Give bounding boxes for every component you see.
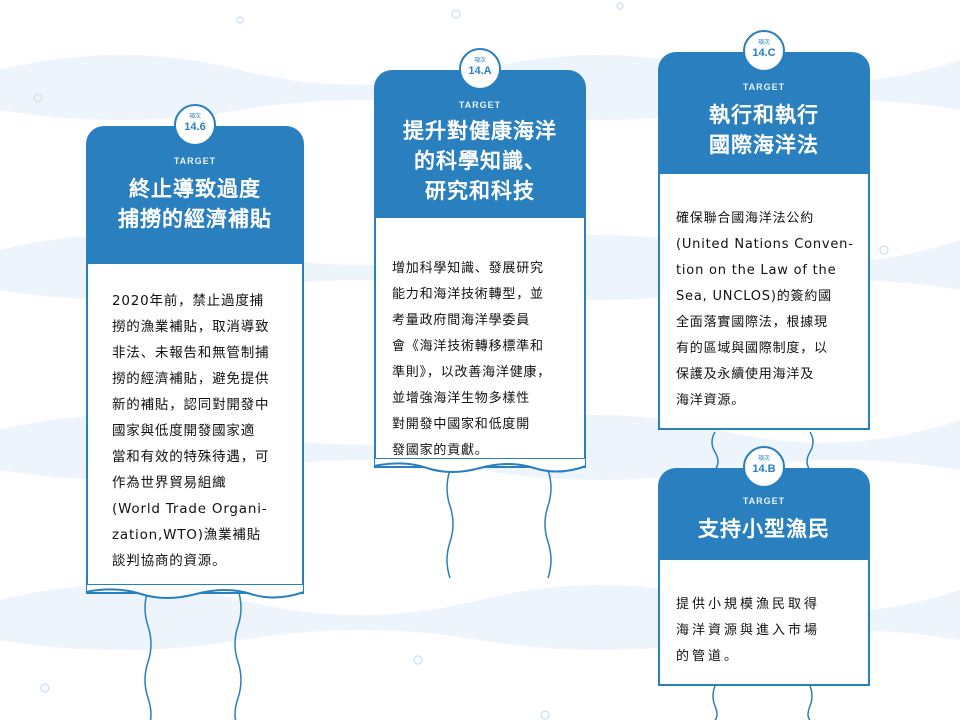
card-header: TARGET 提升對健康海洋 的科學知識、 研究和科技 [374, 70, 586, 220]
card-body [658, 560, 870, 686]
card-title: 支持小型漁民 [698, 517, 830, 541]
card-header: TARGET 執行和執行 國際海洋法 [658, 52, 870, 176]
badge-caption: 項次 [473, 57, 486, 64]
target-card-14-b: 項次 14.B TARGET 支持小型漁民 提供小規模漁民取得 海洋資源與進入市… [658, 446, 870, 688]
target-label: TARGET [742, 82, 786, 92]
bottom-wave [86, 584, 304, 599]
card-description: 確保聯合國海洋法公約 (United Nations Conven- tion … [676, 211, 854, 408]
target-card-14-6: 項次 14.6 TARGET 終止導致過度 捕撈的經濟補貼 2020年前，禁止過… [86, 104, 304, 599]
target-card-14-c: 項次 14.C TARGET 執行和執行 國際海洋法 確保聯合國海洋法公約 (U… [658, 30, 870, 432]
badge-caption: 項次 [188, 113, 201, 120]
badge-number: 14.C [752, 47, 776, 59]
target-label: TARGET [742, 496, 786, 506]
badge-number: 14.A [468, 65, 492, 77]
badge-number: 14.B [752, 463, 776, 475]
card-description: 2020年前，禁止過度捕 撈的漁業補貼，取消導致 非法、未報告和無管制捕 撈的經… [112, 293, 270, 569]
bottom-wave [374, 458, 586, 473]
target-label: TARGET [458, 100, 502, 110]
target-card-14-a: 項次 14.A TARGET 提升對健康海洋 的科學知識、 研究和科技 增加科學… [374, 48, 586, 473]
badge-caption: 項次 [757, 455, 770, 462]
target-number-badge: 項次 14.A [459, 48, 501, 90]
badge-number: 14.6 [184, 121, 206, 133]
badge-caption: 項次 [757, 39, 770, 46]
card-description: 提供小規模漁民取得 海洋資源與進入市場 的管道。 [676, 597, 821, 664]
card-title: 終止導致過度 捕撈的經濟補貼 [118, 177, 272, 231]
card-body [86, 264, 304, 599]
card-title: 執行和執行 國際海洋法 [709, 103, 819, 157]
card-body [658, 174, 870, 430]
card-title: 提升對健康海洋 的科學知識、 研究和科技 [403, 119, 557, 203]
card-body [374, 218, 586, 473]
target-number-badge: 項次 14.6 [174, 104, 216, 146]
target-label: TARGET [173, 156, 217, 166]
card-description: 增加科學知識、發展研究 能力和海洋技術轉型，並 考量政府間海洋學委員 會《海洋技… [392, 261, 552, 458]
card-header: TARGET 終止導致過度 捕撈的經濟補貼 [86, 126, 304, 266]
target-number-badge: 項次 14.B [743, 446, 785, 488]
target-number-badge: 項次 14.C [743, 30, 785, 72]
